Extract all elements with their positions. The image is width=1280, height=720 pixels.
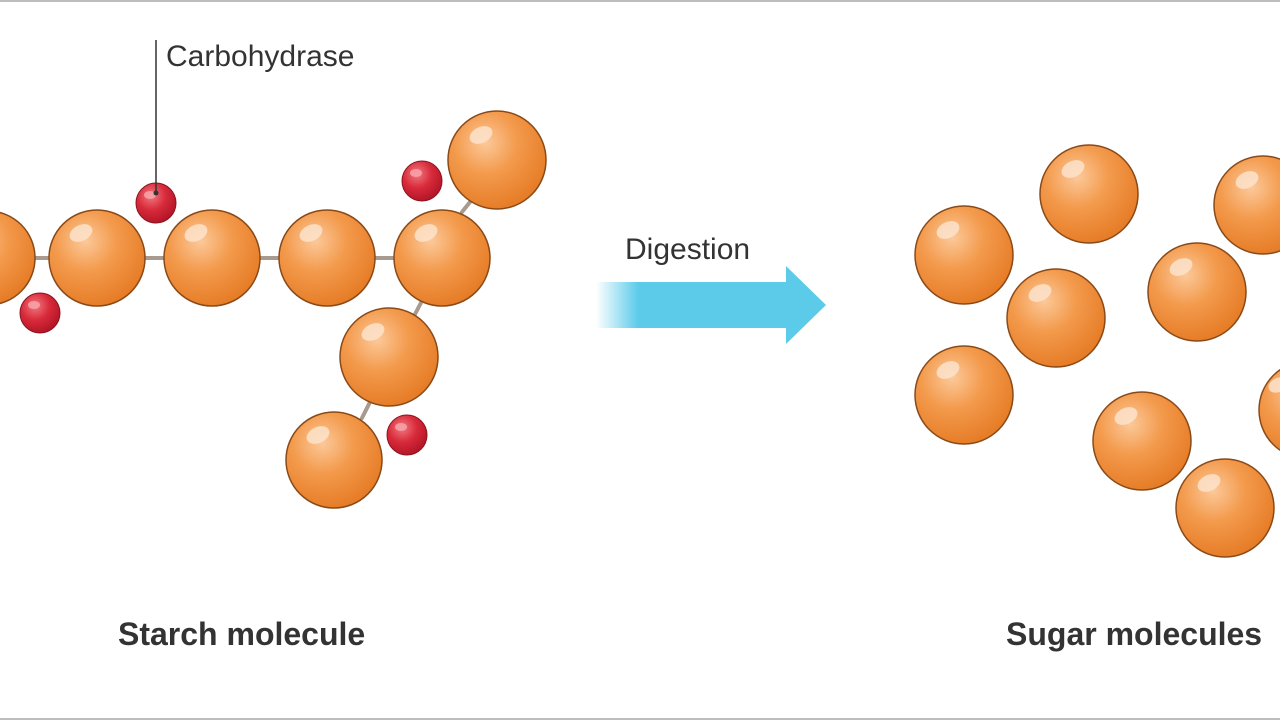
glucose-unit — [163, 209, 261, 307]
top-border — [0, 0, 1280, 2]
starch-caption: Starch molecule — [118, 616, 365, 652]
sugar-molecule — [914, 345, 1014, 445]
sugar-molecule — [914, 205, 1014, 305]
starch-molecule — [0, 110, 547, 509]
glucose-unit — [278, 209, 376, 307]
glucose-unit — [393, 209, 491, 307]
glucose-unit — [447, 110, 547, 210]
carbohydrase-enzyme — [386, 414, 428, 456]
bottom-border — [0, 718, 1280, 720]
process-label: Digestion — [625, 233, 750, 266]
glucose-unit — [0, 211, 36, 305]
enzyme-pointer-dot — [153, 190, 159, 196]
enzyme-label: Carbohydrase — [166, 40, 354, 73]
glucose-unit — [339, 307, 439, 407]
starch-highlights — [69, 126, 493, 444]
enzyme-molecules — [19, 160, 443, 456]
sugar-molecule — [1006, 268, 1106, 368]
glucose-unit — [285, 411, 383, 509]
sugar-molecule — [1175, 458, 1275, 558]
enzyme-highlights — [28, 169, 422, 431]
sugar-molecule — [1039, 144, 1139, 244]
carbohydrase-enzyme — [401, 160, 443, 202]
digestion-arrow — [596, 266, 826, 344]
sugar-molecule — [1258, 368, 1280, 452]
sugar-molecules — [914, 144, 1280, 558]
sugar-caption: Sugar molecules — [1006, 616, 1262, 652]
glucose-unit — [48, 209, 146, 307]
sugar-molecule — [1147, 242, 1247, 342]
carbohydrase-enzyme — [19, 292, 61, 334]
sugar-molecule — [1213, 155, 1280, 255]
sugar-highlights — [936, 160, 1280, 492]
sugar-molecule — [1092, 391, 1192, 491]
